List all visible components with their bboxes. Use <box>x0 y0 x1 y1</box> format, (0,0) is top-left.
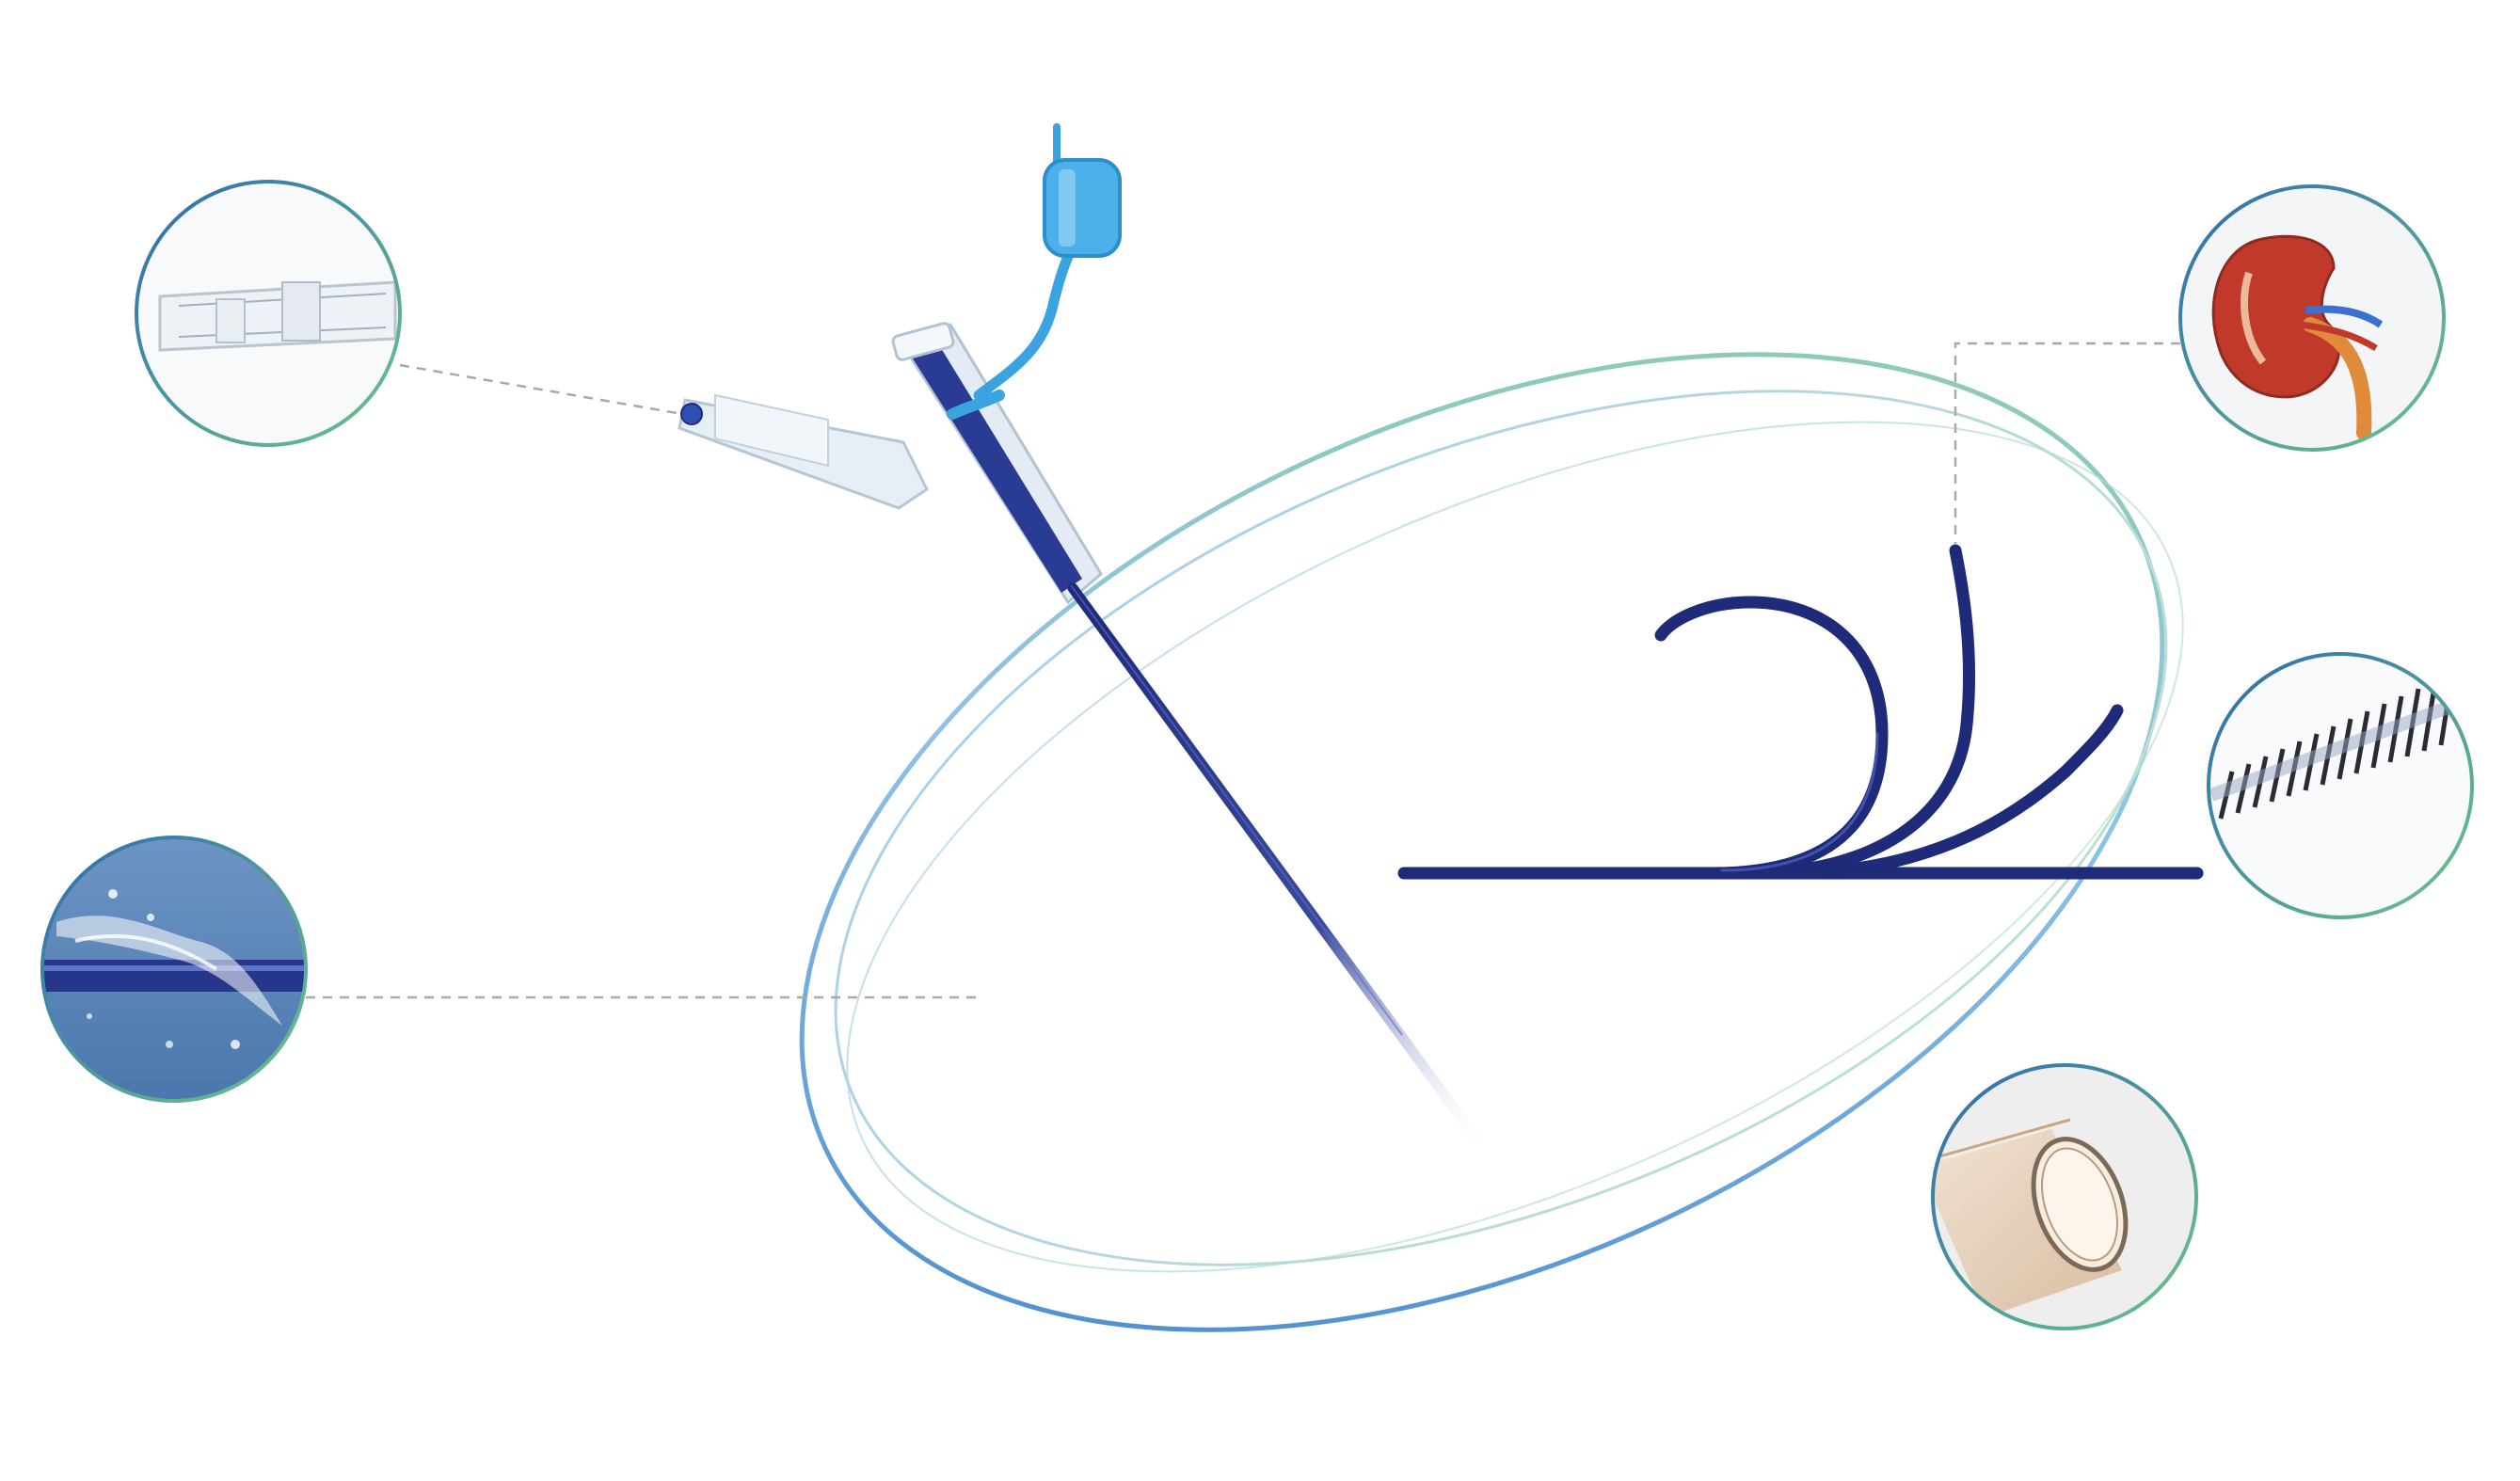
leader-line-connector <box>399 363 683 416</box>
blue-cap <box>947 123 1122 420</box>
decorative-rings <box>799 352 2184 1332</box>
inner-ring-2 <box>846 421 2184 1273</box>
catheter-device <box>678 123 1492 1158</box>
main-hub <box>891 322 1103 605</box>
callout-connector <box>135 180 402 447</box>
callout-coating <box>40 836 308 1103</box>
side-port <box>678 393 929 510</box>
luer-connector-detail-icon <box>158 280 397 352</box>
outer-ring <box>799 352 2165 1332</box>
catheter-slope <box>1781 704 2124 880</box>
leader-lines <box>306 342 2180 999</box>
catheter-curl <box>1654 596 1889 880</box>
callout-tube <box>1931 1063 2198 1330</box>
kidney-anatomy-icon <box>2211 234 2384 440</box>
tube-cross-section-icon <box>1933 1118 2129 1317</box>
water-splash-coating-icon <box>42 889 306 1049</box>
coil-spring-detail-icon <box>2209 673 2468 820</box>
pigtail-catheter <box>1397 544 2204 880</box>
leader-line-kidney <box>1954 342 2180 544</box>
callout-kidney <box>2178 184 2446 452</box>
callout-coil <box>2207 652 2474 919</box>
port-tip-icon <box>680 403 703 425</box>
catheter-arc <box>1744 544 1976 880</box>
inner-ring <box>834 390 2168 1266</box>
